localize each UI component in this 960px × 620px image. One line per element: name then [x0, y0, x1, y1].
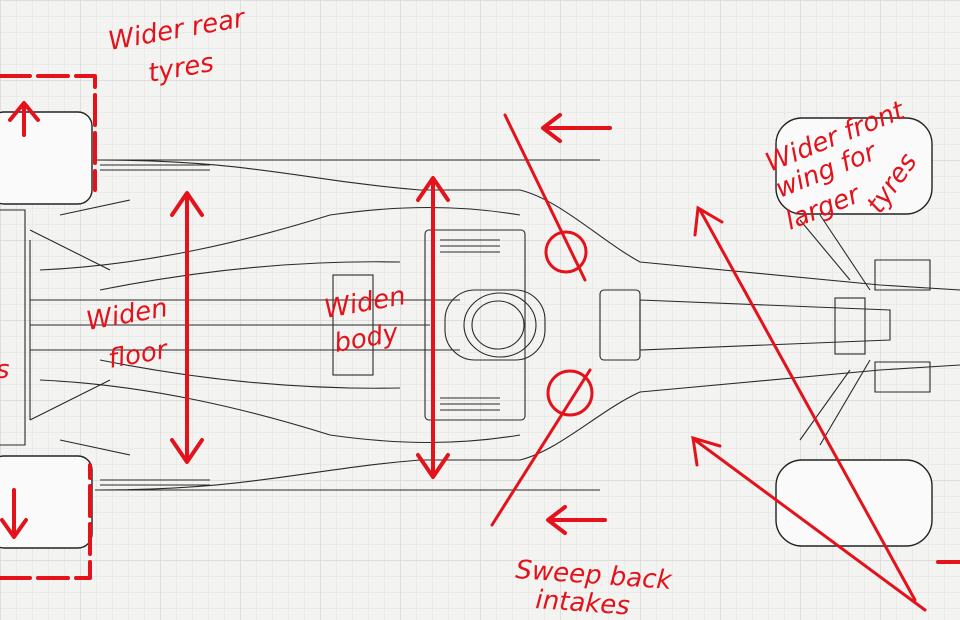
rear-up-arrow	[8, 101, 40, 137]
rear-tyre-box-bottom	[0, 463, 92, 580]
rear-left-tyre	[0, 111, 93, 205]
intake-line-bottom	[490, 368, 592, 527]
rear-tyre-box-top	[0, 74, 97, 192]
front-left-tyre	[775, 117, 933, 215]
body-width-arrow	[416, 176, 450, 479]
sweep-arrow-top	[541, 113, 612, 143]
note-left-fragment: s	[0, 355, 10, 385]
intake-line-top	[503, 113, 587, 282]
front-wing-arrow-top	[693, 205, 917, 602]
floor-width-arrow	[170, 191, 204, 464]
intake-circle-bottom	[546, 369, 594, 417]
note-intakes-line2: intakes	[535, 585, 631, 620]
front-wing-arrow-bottom	[691, 435, 927, 612]
rear-down-arrow	[0, 488, 28, 539]
car-outline	[0, 111, 960, 549]
front-right-tyre	[775, 459, 933, 547]
sweep-arrow-bottom	[546, 505, 607, 535]
annotations	[0, 74, 960, 612]
intake-circle-top	[544, 230, 588, 274]
